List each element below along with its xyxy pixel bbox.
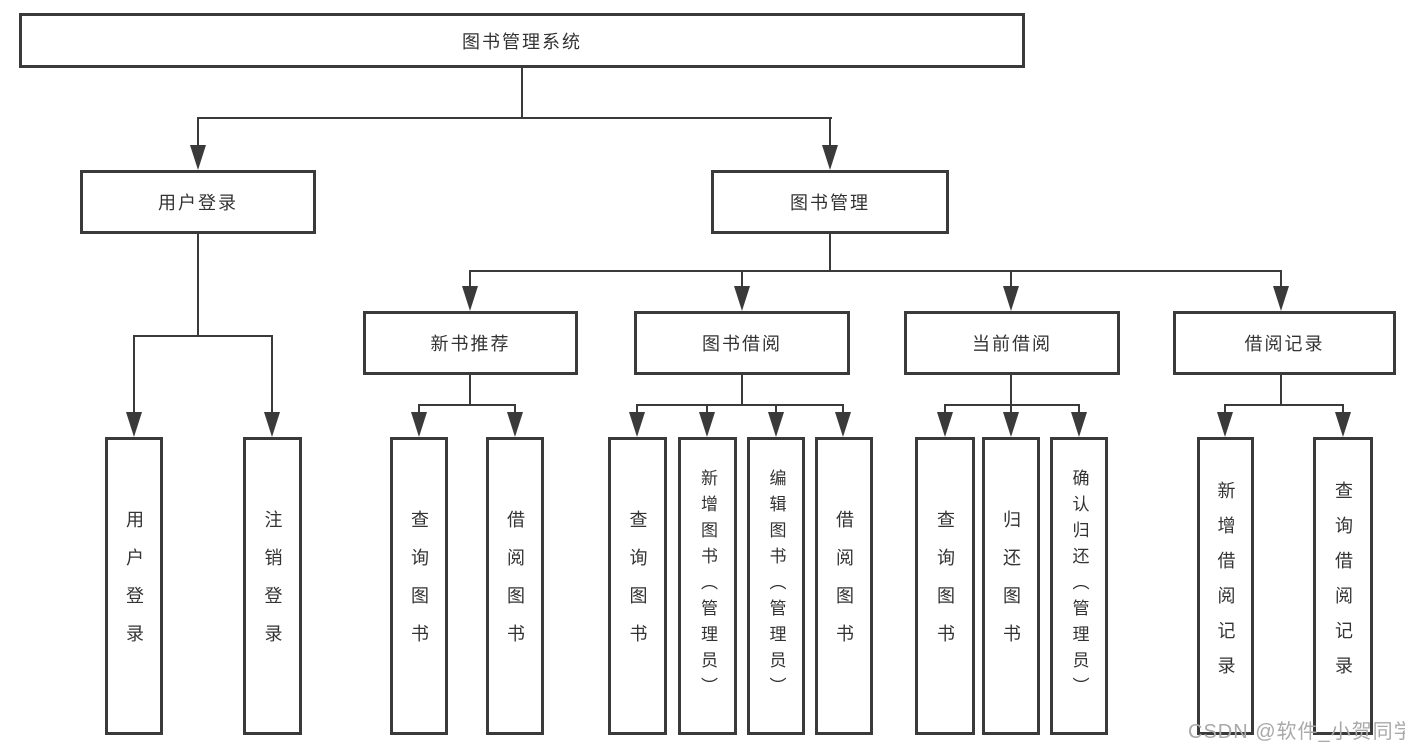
node-current-borrow: 当前借阅 (904, 311, 1120, 375)
connector-line (1280, 374, 1282, 405)
leaf-label: 借阅图书 (505, 510, 525, 662)
arrowhead-down (462, 286, 478, 311)
node-new-book-recommend: 新书推荐 (363, 311, 578, 375)
connector-line (271, 335, 273, 413)
node-label: 图书借阅 (702, 334, 782, 354)
connector-line (636, 404, 638, 414)
node-book-management: 图书管理 (711, 170, 949, 234)
leaf-label: 查询图书 (409, 510, 429, 662)
leaf-label: 查询图书 (627, 510, 648, 662)
leaf-add-borrow-record: 新增借阅记录 (1197, 437, 1254, 735)
connector-line (514, 404, 516, 414)
leaf-add-books-admin: 新增图书（管理员） (678, 437, 737, 735)
arrowhead-down (937, 412, 953, 437)
leaf-label: 查询图书 (935, 510, 955, 662)
arrowhead-down (1217, 412, 1233, 437)
connector-line (1224, 404, 1226, 414)
node-book-borrow: 图书借阅 (634, 311, 850, 375)
node-label: 新书推荐 (430, 334, 511, 354)
arrowhead-down (1003, 412, 1019, 437)
node-label: 当前借阅 (972, 334, 1052, 354)
leaf-label: 编辑图书（管理员） (766, 469, 786, 703)
leaf-borrow-books-recommend: 借阅图书 (486, 437, 544, 735)
arrowhead-down (1071, 412, 1087, 437)
leaf-label: 用户登录 (124, 510, 144, 662)
arrowhead-down (411, 412, 427, 437)
arrowhead-down (734, 286, 750, 311)
leaf-logout: 注销登录 (243, 437, 302, 735)
arrowhead-down (699, 412, 715, 437)
csdn-watermark: CSDN @软件_小贺同学 (1188, 721, 1405, 743)
arrowhead-down (768, 412, 784, 437)
connector-line (842, 404, 844, 414)
connector-line (944, 404, 1080, 406)
connector-line (1010, 374, 1012, 405)
arrowhead-down (1335, 412, 1351, 437)
arrowhead-down (264, 412, 280, 437)
connector-line (197, 117, 199, 149)
leaf-label: 新增图书（管理员） (698, 469, 717, 703)
connector-line (197, 117, 832, 119)
arrowhead-down (507, 412, 523, 437)
connector-line (944, 404, 946, 414)
leaf-query-books-borrow: 查询图书 (608, 437, 667, 735)
leaf-user-login: 用户登录 (105, 437, 163, 735)
connector-line (133, 335, 135, 413)
leaf-query-books-recommend: 查询图书 (390, 437, 448, 735)
arrowhead-down (126, 412, 142, 437)
leaf-label: 借阅图书 (834, 510, 854, 662)
leaf-return-books: 归还图书 (982, 437, 1040, 735)
connector-line (1010, 270, 1012, 287)
connector-line (469, 270, 471, 287)
leaf-borrow-books: 借阅图书 (815, 437, 873, 735)
connector-line (636, 404, 844, 406)
arrowhead-down (1273, 286, 1289, 311)
connector-line (469, 270, 1282, 272)
connector-line (1078, 404, 1080, 414)
leaf-label: 新增借阅记录 (1215, 481, 1236, 691)
connector-line (469, 374, 471, 405)
connector-line (418, 404, 516, 406)
leaf-edit-books-admin: 编辑图书（管理员） (747, 437, 805, 735)
connector-line (1224, 404, 1344, 406)
connector-line (706, 404, 708, 414)
leaf-label: 查询借阅记录 (1333, 481, 1353, 691)
connector-line (829, 233, 831, 272)
arrowhead-down (1003, 286, 1019, 311)
connector-line (1280, 270, 1282, 287)
connector-line (1342, 404, 1344, 414)
leaf-confirm-return-admin: 确认归还（管理员） (1050, 437, 1108, 735)
leaf-query-borrow-record: 查询借阅记录 (1313, 437, 1373, 735)
connector-line (418, 404, 420, 414)
node-label: 借阅记录 (1244, 334, 1325, 354)
node-user-login: 用户登录 (80, 170, 316, 234)
leaf-label: 确认归还（管理员） (1069, 469, 1089, 703)
leaf-query-books-current: 查询图书 (915, 437, 975, 735)
node-root-library-system: 图书管理系统 (19, 13, 1025, 68)
node-label: 图书管理 (790, 193, 870, 213)
leaf-label: 注销登录 (262, 510, 283, 662)
arrowhead-down (190, 145, 206, 170)
connector-line (197, 233, 199, 337)
leaf-label: 归还图书 (1001, 510, 1021, 662)
node-borrow-record: 借阅记录 (1173, 311, 1396, 375)
connector-line (829, 117, 831, 149)
arrowhead-down (629, 412, 645, 437)
node-label: 图书管理系统 (462, 31, 582, 52)
node-label: 用户登录 (158, 193, 238, 213)
connector-line (133, 335, 273, 337)
connector-line (741, 374, 743, 405)
connector-line (741, 270, 743, 287)
connector-line (1010, 404, 1012, 414)
arrowhead-down (835, 412, 851, 437)
connector-line (521, 68, 523, 119)
connector-line (775, 404, 777, 414)
arrowhead-down (822, 145, 838, 170)
